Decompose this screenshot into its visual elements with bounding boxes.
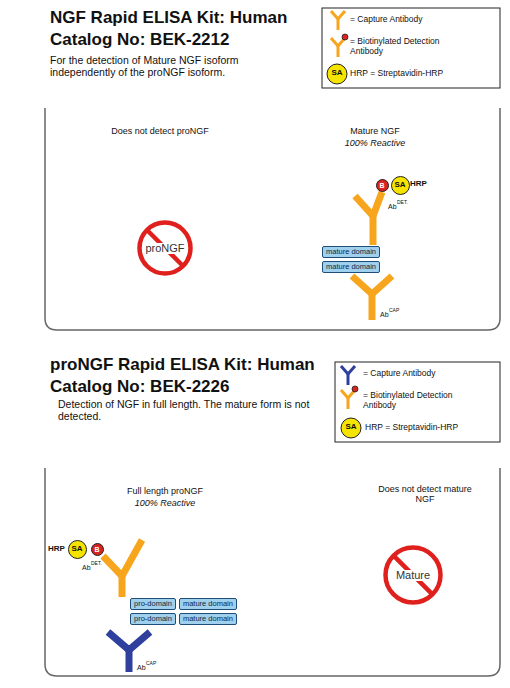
circle-label: SA: [394, 181, 405, 189]
text-label: Mature NGF: [350, 126, 400, 136]
domain-label: pro-domain: [134, 614, 172, 623]
label-circle: B: [91, 543, 104, 556]
domain-box: pro-domain: [130, 613, 176, 625]
legend-text: = Biotinylated Detection Antibody: [363, 391, 473, 411]
text-label: DET.: [397, 200, 408, 206]
domain-box: mature domain: [179, 598, 237, 610]
capture-antibody: [108, 632, 150, 672]
text-label: Ab: [380, 311, 389, 319]
heading: proNGF Rapid ELISA Kit: Human: [50, 355, 315, 375]
detection-antibody: [103, 540, 142, 597]
legend-text: = Capture Antibody: [363, 369, 436, 379]
circle-label: B: [379, 182, 384, 189]
prohibited-sign: Mature: [383, 545, 443, 605]
text-label: 100% Reactive: [135, 498, 196, 508]
text-label: HRP: [410, 179, 427, 188]
domain-label: mature domain: [183, 614, 233, 623]
text-label: Full length proNGF: [127, 486, 203, 496]
label-circle: SA: [391, 176, 410, 195]
text-label: CAP: [146, 661, 156, 667]
biotin-dot: [352, 386, 358, 392]
text-label: Detection of NGF in full length. The mat…: [58, 398, 323, 422]
legend-text: = Biotinylated Detection Antibody: [350, 37, 460, 57]
label-circle: SA: [68, 540, 87, 559]
domain-label: mature domain: [183, 599, 233, 608]
legend-box: [335, 362, 500, 442]
circle-label: SA: [71, 545, 82, 553]
legend-text: HRP = Streptavidin-HRP: [350, 69, 443, 79]
text-label: Does not detect proNGF: [105, 126, 215, 136]
heading: Catalog No: BEK-2226: [50, 377, 229, 397]
circle-label: proNGF: [144, 243, 185, 254]
streptavidin-symbol: [341, 418, 361, 438]
heading: Catalog No: BEK-2212: [50, 30, 229, 50]
panel-outline: [45, 108, 500, 330]
text-label: Ab: [82, 564, 91, 572]
text-label: DET.: [91, 561, 102, 567]
domain-box: pro-domain: [130, 598, 176, 610]
text-label: Does not detect mature NGF: [370, 484, 480, 505]
capture-antibody: [352, 276, 392, 320]
domain-box: mature domain: [322, 261, 380, 273]
text-label: CAP: [389, 308, 399, 314]
panel-outline: [45, 468, 500, 676]
antibody-symbol: [331, 11, 345, 57]
circle-label: Mature: [395, 570, 431, 581]
text-label: Ab: [388, 203, 397, 211]
text-label: For the detection of Mature NGF isoform …: [50, 54, 300, 78]
domain-label: mature domain: [326, 262, 376, 271]
heading: NGF Rapid ELISA Kit: Human: [50, 8, 287, 28]
domain-label: mature domain: [326, 247, 376, 256]
legend-box: [322, 8, 500, 88]
text-label: HRP: [48, 544, 65, 553]
domain-label: pro-domain: [134, 599, 172, 608]
detection-antibody: [355, 192, 382, 245]
text-label: SA: [345, 422, 356, 431]
legend-text: = Capture Antibody: [350, 15, 423, 25]
label-circle: B: [376, 179, 389, 192]
circle-label: B: [94, 546, 99, 553]
prohibited-sign: proNGF: [137, 220, 193, 276]
biotin-dot: [342, 34, 348, 40]
text-label: Ab: [137, 664, 146, 672]
domain-box: mature domain: [322, 246, 380, 258]
streptavidin-symbol: [327, 64, 347, 84]
text-label: SA: [331, 68, 342, 77]
text-label: 100% Reactive: [345, 138, 406, 148]
legend-text: HRP = Streptavidin-HRP: [365, 423, 458, 433]
domain-box: mature domain: [179, 613, 237, 625]
